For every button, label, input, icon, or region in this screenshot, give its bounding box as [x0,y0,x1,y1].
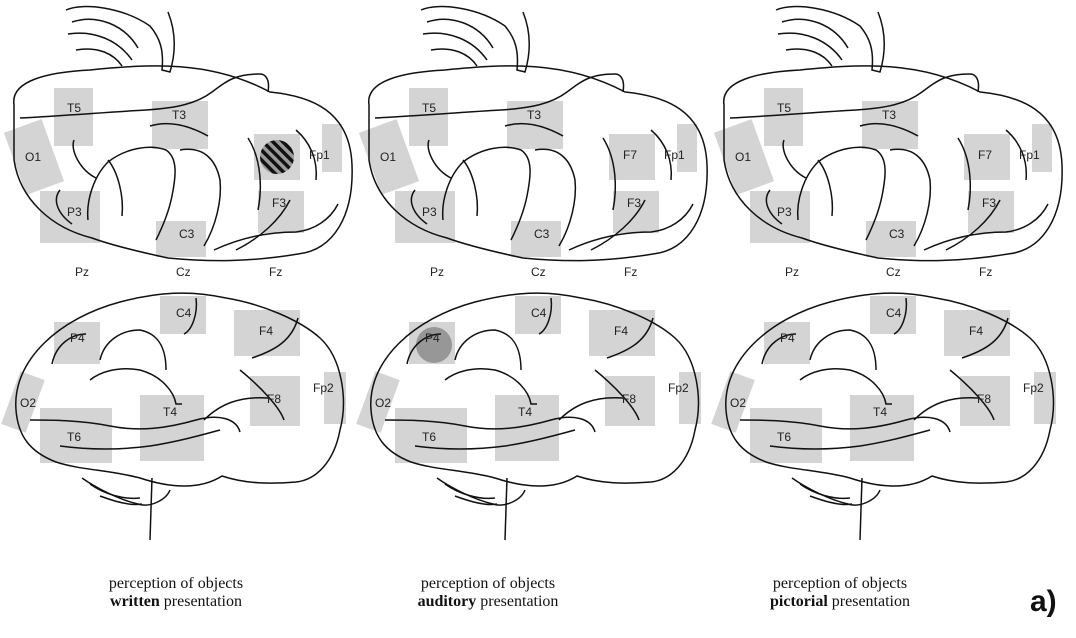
label-T4: T4 [518,405,532,419]
caption-rest: presentation [828,593,910,610]
panel-pictorial: T5 T3 O1 P3 C3 F3 Fp1 F7 Pz Cz Fz [711,7,1062,540]
label-P4: P4 [70,331,85,345]
label-F8: F8 [622,392,636,406]
caption-written: perception of objects written presentati… [46,575,306,611]
caption-bold: auditory [418,593,477,610]
label-Fz: Fz [979,265,992,279]
label-T6: T6 [67,430,81,444]
label-Fp2: Fp2 [668,381,689,395]
label-O2: O2 [375,396,391,410]
panel-letter: a) [1030,585,1057,619]
label-Fp1: Fp1 [309,148,330,162]
label-P4: P4 [780,331,795,345]
label-F7: F7 [978,148,992,162]
label-F3: F3 [627,196,641,210]
label-C4: C4 [176,306,192,320]
label-T4: T4 [873,405,887,419]
label-Fz: Fz [624,265,637,279]
label-F7: F7 [623,148,637,162]
label-T6: T6 [422,430,436,444]
label-T3: T3 [172,108,186,122]
label-Pz: Pz [75,265,89,279]
label-T5: T5 [777,101,791,115]
label-Cz: Cz [886,265,901,279]
caption-auditory: perception of objects auditory presentat… [358,575,618,611]
label-Pz: Pz [430,265,444,279]
caption-bold: pictorial [770,593,828,610]
label-F8: F8 [977,392,991,406]
label-O2: O2 [730,396,746,410]
label-F3: F3 [982,196,996,210]
label-T3: T3 [527,108,541,122]
label-Cz: Cz [531,265,546,279]
caption-line1: perception of objects [710,575,970,593]
caption-rest: presentation [476,593,558,610]
label-F4: F4 [969,324,983,338]
label-C4: C4 [886,306,902,320]
caption-line1: perception of objects [358,575,618,593]
caption-line2: written presentation [46,593,306,611]
label-Fp2: Fp2 [313,381,334,395]
label-T5: T5 [67,101,81,115]
label-O1: O1 [380,150,396,164]
label-P3: P3 [777,205,792,219]
label-C3: C3 [179,227,195,241]
label-F3: F3 [272,196,286,210]
label-T5: T5 [422,101,436,115]
label-T6: T6 [777,430,791,444]
caption-bold: written [110,593,160,610]
caption-pictorial: perception of objects pictorial presenta… [710,575,970,611]
label-Fp1: Fp1 [1019,148,1040,162]
label-P4: P4 [425,331,440,345]
caption-line1: perception of objects [46,575,306,593]
label-F8: F8 [267,392,281,406]
label-T4: T4 [163,405,177,419]
highlight-hatched-circle [260,140,294,174]
label-Fp2: Fp2 [1023,381,1044,395]
label-F4: F4 [614,324,628,338]
panel-written: T5 T3 O1 P3 C3 F3 Fp1 Pz Cz Fz [1,7,352,540]
label-O1: O1 [25,150,41,164]
label-C3: C3 [889,227,905,241]
caption-rest: presentation [160,593,242,610]
panel-auditory: T5 T3 O1 P3 C3 F3 Fp1 F7 Pz Cz Fz [356,7,707,540]
label-O2: O2 [20,396,36,410]
label-O1: O1 [735,150,751,164]
label-Fp1: Fp1 [664,148,685,162]
label-C4: C4 [531,306,547,320]
caption-line2: auditory presentation [358,593,618,611]
label-Pz: Pz [785,265,799,279]
label-Fz: Fz [269,265,282,279]
label-Cz: Cz [176,265,191,279]
label-C3: C3 [534,227,550,241]
label-P3: P3 [422,205,437,219]
label-T3: T3 [882,108,896,122]
label-P3: P3 [67,205,82,219]
caption-line2: pictorial presentation [710,593,970,611]
label-F4: F4 [259,324,273,338]
